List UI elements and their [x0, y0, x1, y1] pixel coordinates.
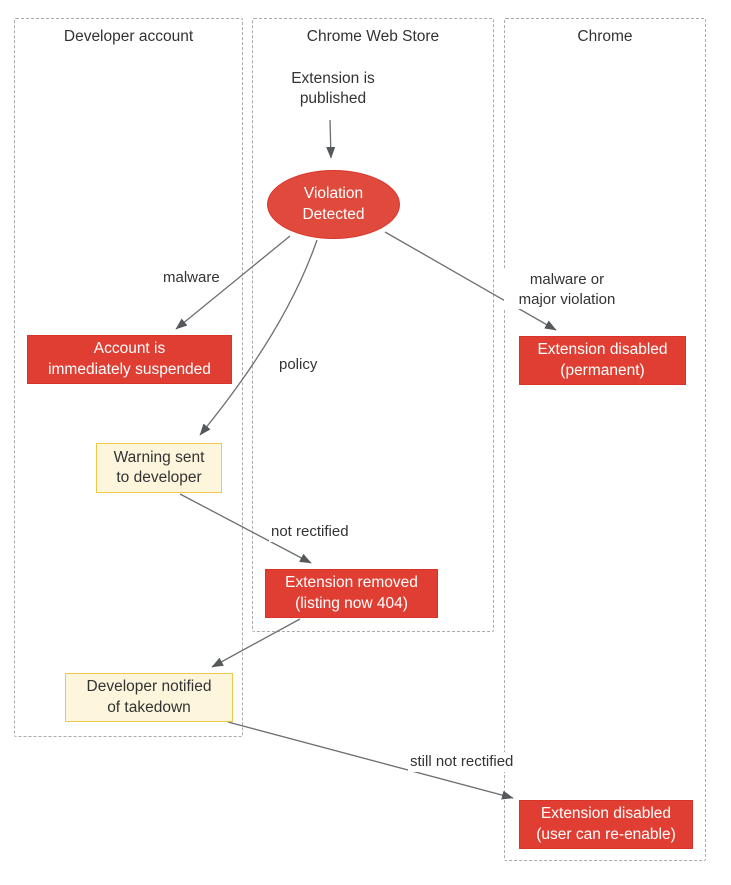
node-label-warning-sent: Warning sent to developer [113, 448, 205, 486]
node-extension-published: Extension is published [273, 66, 393, 112]
edge-label-line-1: malware or [529, 271, 605, 288]
node-label-account-suspended: Account is immediately suspended [48, 340, 211, 378]
edge-label-still-not-rectified: still not rectified [408, 752, 516, 772]
node-extension-removed[interactable]: Extension removed (listing now 404) [265, 569, 438, 618]
node-label-developer-notified: Developer notified of takedown [86, 678, 212, 716]
node-label-extension-published: Extension is published [291, 69, 375, 107]
subgraph-title-chrome-web-store: Chrome Web Store [306, 28, 440, 45]
edge-label-malware-or-major-violation: malware or major violation [504, 270, 630, 309]
edge-violation-to-suspended [175, 235, 291, 330]
edge-label-line-2: major violation [518, 290, 616, 308]
edge-violation-to-disabled-permanent [384, 231, 557, 331]
node-account-suspended[interactable]: Account is immediately suspended [27, 335, 232, 384]
subgraph-title-chrome: Chrome [577, 28, 633, 45]
edge-label-malware: malware [161, 268, 222, 288]
node-label-extension-disabled-reenable: Extension disabled (user can re-enable) [536, 805, 676, 843]
node-label-violation-detected: Violation Detected [302, 185, 365, 223]
edge-published-to-violation [326, 119, 336, 159]
node-label-extension-disabled-permanent: Extension disabled (permanent) [537, 341, 668, 379]
edge-notified-to-disabled-reenable [227, 721, 514, 800]
subgraph-developer-account [14, 18, 243, 737]
node-developer-notified[interactable]: Developer notified of takedown [65, 673, 233, 722]
subgraph-chrome [504, 18, 706, 861]
edge-label-not-rectified: not rectified [269, 522, 351, 542]
subgraph-title-developer-account: Developer account [63, 28, 194, 45]
node-violation-detected[interactable]: Violation Detected [267, 170, 400, 239]
edge-violation-to-warning [199, 239, 318, 436]
node-label-extension-removed: Extension removed (listing now 404) [285, 574, 418, 612]
node-extension-disabled-permanent[interactable]: Extension disabled (permanent) [519, 336, 686, 385]
node-warning-sent[interactable]: Warning sent to developer [96, 443, 222, 493]
edge-removed-to-notified [211, 618, 301, 668]
edge-warning-to-removed [179, 493, 312, 564]
edge-label-policy: policy [277, 355, 320, 375]
subgraph-chrome-web-store [252, 18, 494, 632]
node-extension-disabled-reenable[interactable]: Extension disabled (user can re-enable) [519, 800, 693, 849]
